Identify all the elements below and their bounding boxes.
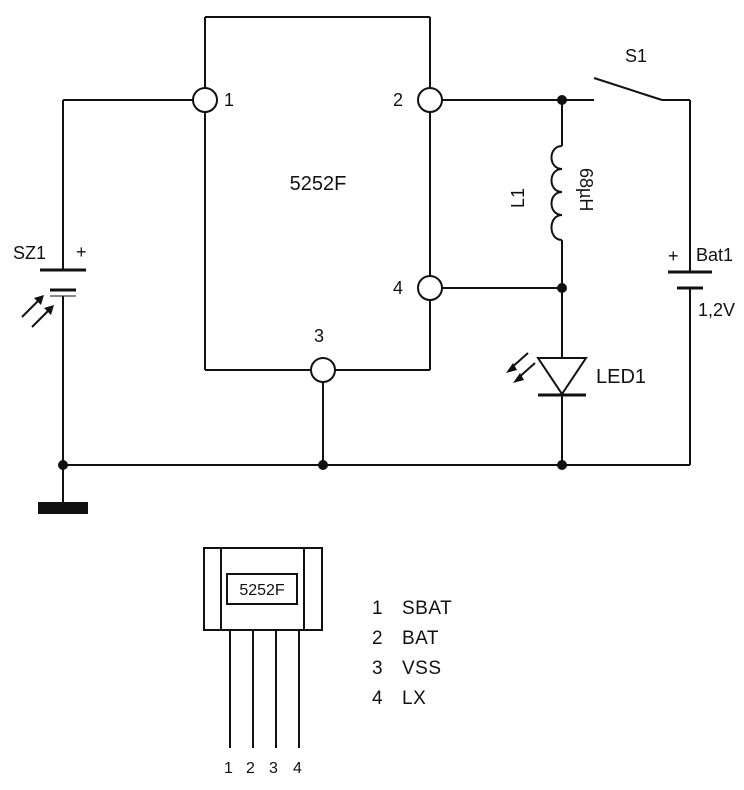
package-pin-2: 2 xyxy=(246,760,255,777)
pinout-name: VSS xyxy=(402,658,442,679)
light-arrows-icon xyxy=(21,295,54,328)
pinout-num: 1 xyxy=(372,598,383,619)
ic-pin-3-label: 3 xyxy=(314,326,324,346)
ic-body xyxy=(204,16,431,371)
switch-ref: S1 xyxy=(625,46,647,66)
inductor-ref: L1 xyxy=(508,188,528,208)
ic-pin-1-label: 1 xyxy=(224,90,234,110)
light-emit-arrows-icon xyxy=(506,352,536,383)
pinout-num: 3 xyxy=(372,658,383,679)
solar-ref: SZ1 xyxy=(13,243,46,263)
led-symbol xyxy=(536,357,588,397)
junction-dot xyxy=(557,460,567,470)
ic-pin-4 xyxy=(417,275,443,301)
ic-pin-2-label: 2 xyxy=(393,90,403,110)
ic-pin-2 xyxy=(417,87,443,113)
package-pin-4: 4 xyxy=(293,760,302,777)
ic-pin-3 xyxy=(310,357,336,383)
battery-voltage: 1,2V xyxy=(698,300,735,320)
package-pin-1: 1 xyxy=(224,760,233,777)
ic-pin-4-label: 4 xyxy=(393,278,403,298)
battery-polarity: + xyxy=(668,246,679,266)
junction-dot xyxy=(557,283,567,293)
pinout-name: SBAT xyxy=(402,598,452,619)
package-label: 5252F xyxy=(239,582,285,599)
ground-symbol xyxy=(38,502,88,514)
inductor-value: 68µH xyxy=(576,168,596,211)
battery-symbol xyxy=(668,270,712,290)
pinout-legend: 1 SBAT 2 BAT 3 VSS 4 LX xyxy=(372,598,452,709)
pinout-name: LX xyxy=(402,688,426,709)
wires xyxy=(62,77,691,504)
solar-polarity: + xyxy=(76,242,87,262)
junction-dot xyxy=(318,460,328,470)
led-ref: LED1 xyxy=(596,366,646,388)
pinout-num: 4 xyxy=(372,688,383,709)
ic-label: 5252F xyxy=(290,173,347,195)
solar-cell xyxy=(40,268,86,297)
inductor-coil xyxy=(550,145,563,241)
pinout-num: 2 xyxy=(372,628,383,649)
package-pin-3: 3 xyxy=(269,760,278,777)
battery-ref: Bat1 xyxy=(696,245,733,265)
pinout-name: BAT xyxy=(402,628,439,649)
ic-pin-1 xyxy=(192,87,218,113)
junction-dot xyxy=(557,95,567,105)
package-drawing xyxy=(203,547,323,748)
junction-dot xyxy=(58,460,68,470)
